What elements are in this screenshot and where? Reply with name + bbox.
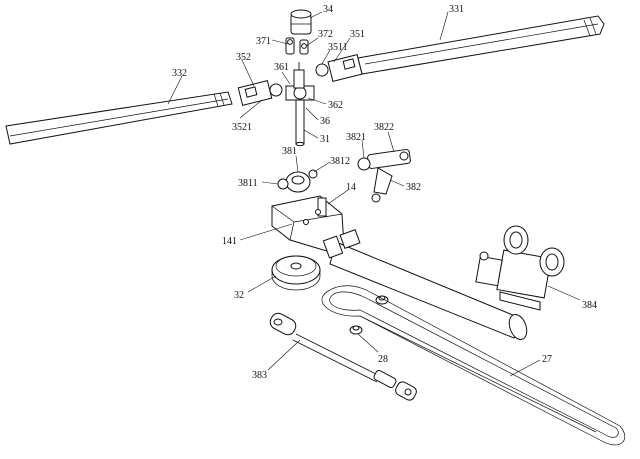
label-34: 34 (323, 4, 333, 15)
rotor-hub-36 (285, 62, 315, 101)
label-331: 331 (449, 4, 464, 15)
label-384: 384 (582, 300, 597, 311)
label-381: 381 (282, 146, 297, 157)
label-31: 31 (320, 134, 330, 145)
leader-lines (167, 11, 581, 377)
blade-grip-351 (315, 54, 363, 82)
push-rod-383 (269, 312, 417, 401)
label-372: 372 (318, 29, 333, 40)
label-352: 352 (236, 52, 251, 63)
label-36: 36 (320, 116, 330, 127)
label-32: 32 (234, 290, 244, 301)
blade-grip-352 (237, 80, 283, 106)
label-14: 14 (346, 182, 356, 193)
swash-ring-381 (277, 169, 318, 193)
drive-belt-27 (321, 285, 626, 446)
main-shaft-31 (295, 99, 305, 147)
label-28: 28 (378, 354, 388, 365)
label-3811: 3811 (238, 178, 258, 189)
label-382: 382 (406, 182, 421, 193)
label-3821: 3821 (346, 132, 366, 143)
tail-boom (322, 229, 528, 341)
head-cap-34 (290, 9, 312, 35)
label-383: 383 (252, 370, 267, 381)
label-332: 332 (172, 68, 187, 79)
label-3822: 3822 (374, 122, 394, 133)
swash-arm-382 (357, 149, 411, 203)
blade-332 (5, 91, 233, 145)
part-labels: 34 331 371 372 351 3511 352 361 332 362 … (172, 4, 597, 381)
label-27: 27 (542, 354, 552, 365)
gear-32 (271, 255, 321, 291)
label-371: 371 (256, 36, 271, 47)
tail-gearbox-384 (475, 225, 565, 311)
label-141: 141 (222, 236, 237, 247)
label-3521: 3521 (232, 122, 252, 133)
label-3812: 3812 (330, 156, 350, 167)
bearing-28 (349, 295, 389, 335)
label-362: 362 (328, 100, 343, 111)
label-361: 361 (274, 62, 289, 73)
blade-331 (357, 15, 605, 75)
label-351: 351 (350, 29, 365, 40)
linkage-371 (285, 37, 295, 55)
linkage-372 (299, 39, 309, 55)
label-3511: 3511 (328, 42, 348, 53)
